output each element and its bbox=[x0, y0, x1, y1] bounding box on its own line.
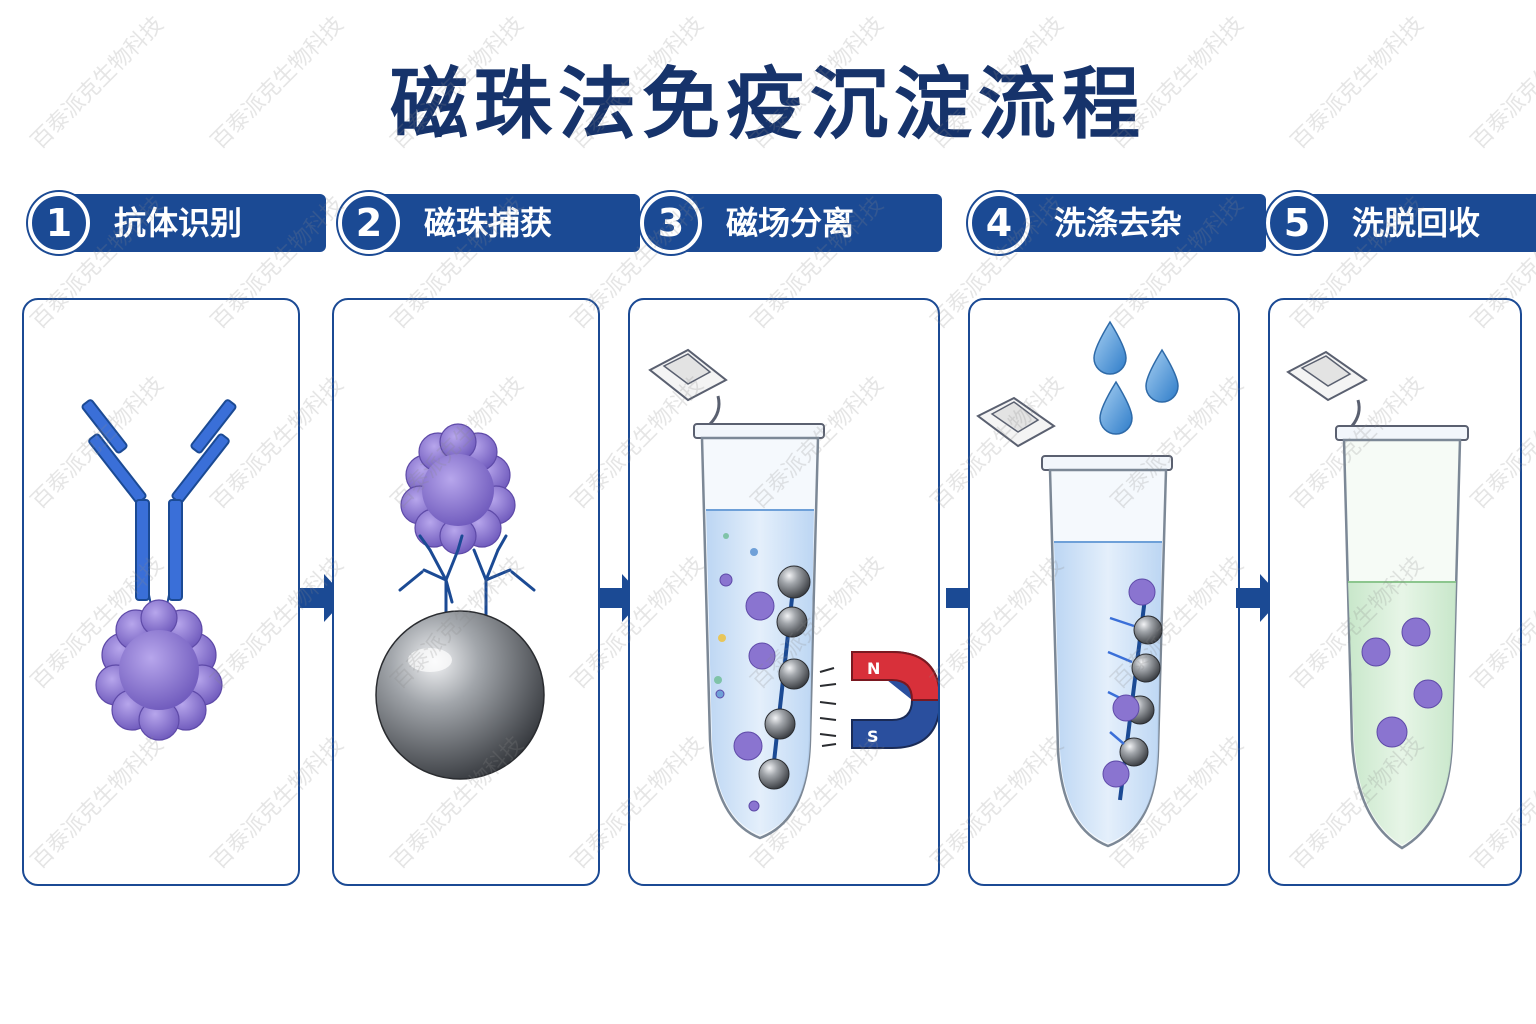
step-label-2: 磁珠捕获 bbox=[378, 194, 640, 252]
magnet-south-label: S bbox=[867, 727, 879, 746]
magnet-north-label: N bbox=[867, 659, 880, 678]
antigen-cluster-icon bbox=[1361, 617, 1443, 748]
antigen-cluster-icon bbox=[715, 573, 776, 812]
tube-cap-icon bbox=[976, 396, 1056, 448]
horseshoe-magnet-icon: N S bbox=[851, 651, 938, 749]
antigen-icon bbox=[95, 599, 223, 741]
particle-debris-icon bbox=[714, 533, 758, 684]
panel-antibody-recognition bbox=[22, 298, 300, 886]
antigen-icon bbox=[400, 423, 516, 555]
step-number-1: 1 bbox=[28, 192, 90, 254]
step-label-3: 磁场分离 bbox=[680, 194, 942, 252]
microcentrifuge-tube-icon bbox=[1335, 425, 1469, 850]
panel-washing bbox=[968, 298, 1240, 886]
step-number-3: 3 bbox=[640, 192, 702, 254]
panel-bead-capture bbox=[332, 298, 600, 886]
step-number-5: 5 bbox=[1266, 192, 1328, 254]
magnetic-field-arrows-icon bbox=[819, 667, 837, 747]
microcentrifuge-tube-icon bbox=[1041, 455, 1173, 848]
antibody-icon bbox=[81, 399, 237, 621]
bead-chain-icon bbox=[758, 565, 811, 790]
water-droplet-icon bbox=[1093, 320, 1179, 435]
step-label-5: 洗脱回收 bbox=[1306, 194, 1536, 252]
panel-elution bbox=[1268, 298, 1522, 886]
tube-cap-icon bbox=[648, 348, 728, 426]
tube-cap-icon bbox=[1286, 350, 1368, 427]
antibody-pair-icon bbox=[398, 534, 536, 618]
step-label-1: 抗体识别 bbox=[68, 194, 326, 252]
page-title: 磁珠法免疫沉淀流程 bbox=[389, 60, 1146, 150]
step-number-2: 2 bbox=[338, 192, 400, 254]
antigen-cluster-icon bbox=[1102, 578, 1156, 788]
panel-magnetic-separation: N S bbox=[628, 298, 940, 886]
step-label-4: 洗涤去杂 bbox=[1008, 194, 1266, 252]
bead-chain-icon bbox=[1118, 589, 1163, 801]
magnetic-bead-icon bbox=[375, 610, 545, 780]
step-number-4: 4 bbox=[968, 192, 1030, 254]
